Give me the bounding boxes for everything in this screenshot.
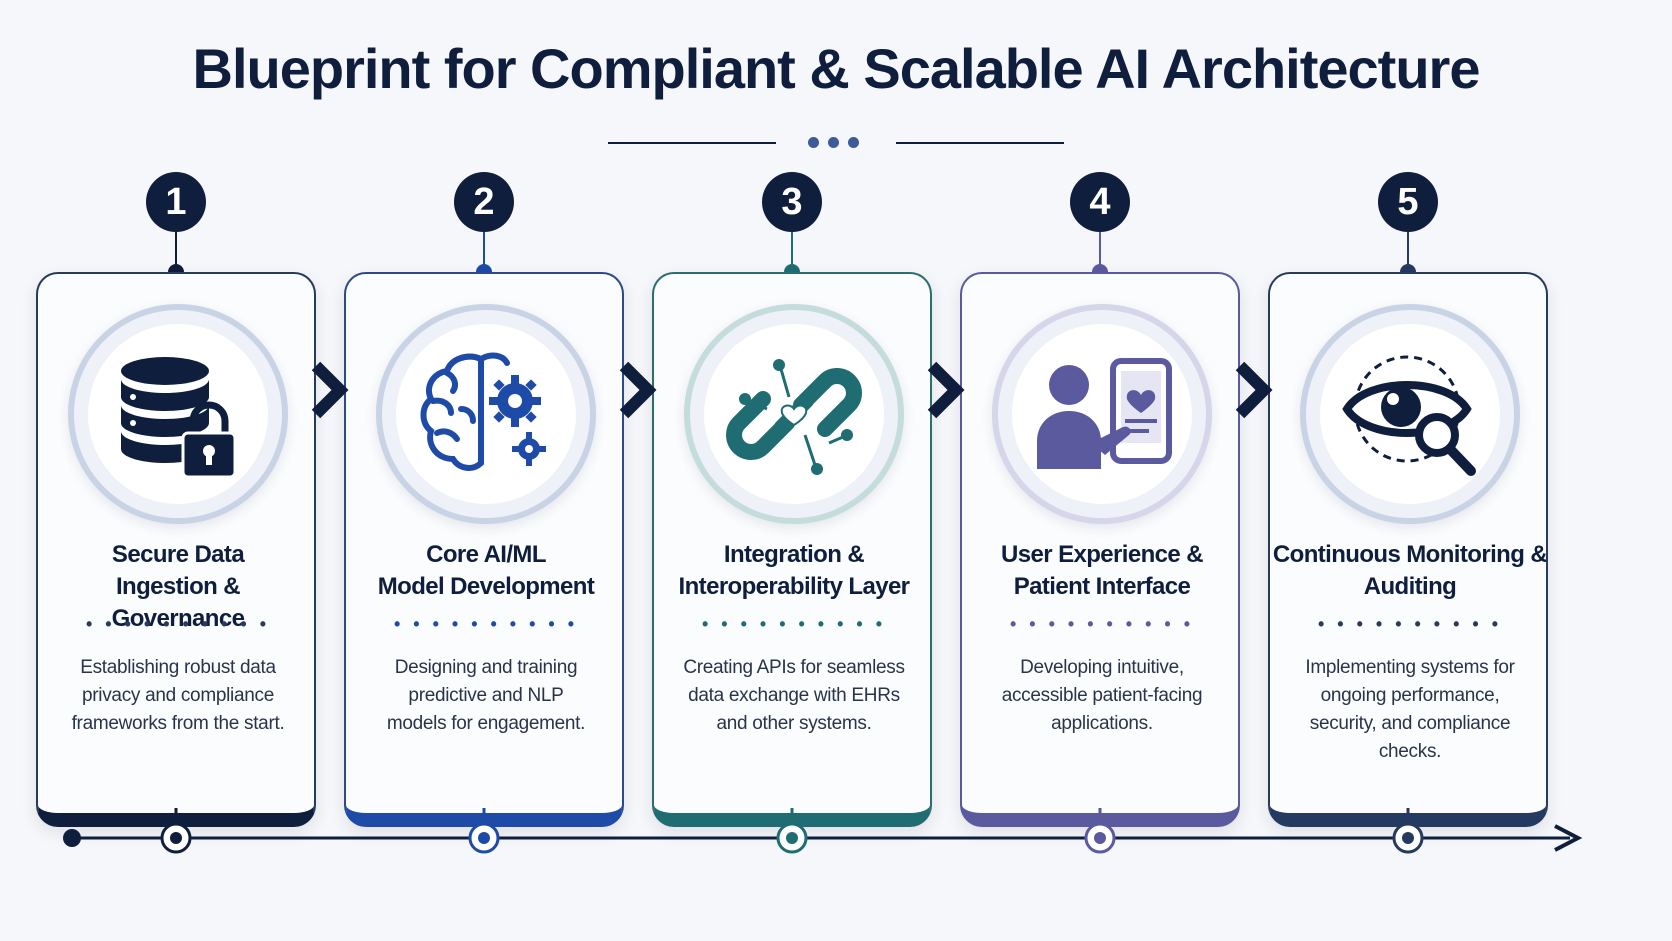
page-title: Blueprint for Compliant & Scalable AI Ar… bbox=[192, 37, 1481, 100]
step-description: Designing and training predictive and NL… bbox=[386, 657, 586, 734]
step-description: Creating APIs for seamless data exchange… bbox=[683, 657, 905, 734]
eye-magnifier-icon bbox=[1320, 324, 1500, 504]
step-3: 3 bbox=[652, 172, 932, 832]
step-1: 1 bbox=[36, 172, 316, 832]
brain-gear-icon bbox=[396, 324, 576, 504]
chevron-right-icon bbox=[619, 361, 657, 419]
timeline-node bbox=[1084, 808, 1116, 854]
step-card: Secure Data Ingestion & Governance • • •… bbox=[36, 272, 316, 827]
timeline bbox=[63, 808, 1583, 854]
timeline-node bbox=[776, 808, 808, 854]
chevron-right-icon bbox=[311, 361, 349, 419]
dotted-separator: • • • • • • • • • • bbox=[393, 614, 579, 634]
step-5: 5 Continuous Monitoring & Auditing • • •… bbox=[1268, 172, 1548, 832]
user-tablet-icon bbox=[1012, 324, 1192, 504]
title-divider bbox=[0, 137, 1672, 149]
chain-link-icon bbox=[704, 324, 884, 504]
timeline-node bbox=[1392, 808, 1424, 854]
chevron-right-icon bbox=[1235, 361, 1273, 419]
step-4: 4 User Experience & bbox=[960, 172, 1240, 832]
step-number-badge: 2 bbox=[454, 172, 514, 232]
dotted-separator: • • • • • • • • • • bbox=[85, 614, 271, 634]
step-description: Developing intuitive, accessible patient… bbox=[1001, 657, 1203, 734]
dotted-separator: • • • • • • • • • • bbox=[1009, 614, 1195, 634]
step-card: Integration & Interoperability Layer • •… bbox=[652, 272, 932, 827]
dotted-separator: • • • • • • • • • • bbox=[701, 614, 887, 634]
step-card: Core AI/ML Model Development • • • • • •… bbox=[344, 272, 624, 827]
step-number-badge: 3 bbox=[762, 172, 822, 232]
step-2: 2 bbox=[344, 172, 624, 832]
step-description: Implementing systems for ongoing perform… bbox=[1305, 657, 1515, 762]
timeline-node bbox=[468, 808, 500, 854]
step-number-badge: 4 bbox=[1070, 172, 1130, 232]
chevron-right-icon bbox=[927, 361, 965, 419]
step-number-badge: 1 bbox=[146, 172, 206, 232]
dotted-separator: • • • • • • • • • • bbox=[1317, 614, 1503, 634]
step-number-badge: 5 bbox=[1378, 172, 1438, 232]
timeline-node bbox=[160, 808, 192, 854]
step-card: Continuous Monitoring & Auditing • • • •… bbox=[1268, 272, 1548, 827]
database-lock-icon bbox=[88, 324, 268, 504]
step-description: Establishing robust data privacy and com… bbox=[71, 657, 285, 734]
step-card: User Experience & Patient Interface • • … bbox=[960, 272, 1240, 827]
